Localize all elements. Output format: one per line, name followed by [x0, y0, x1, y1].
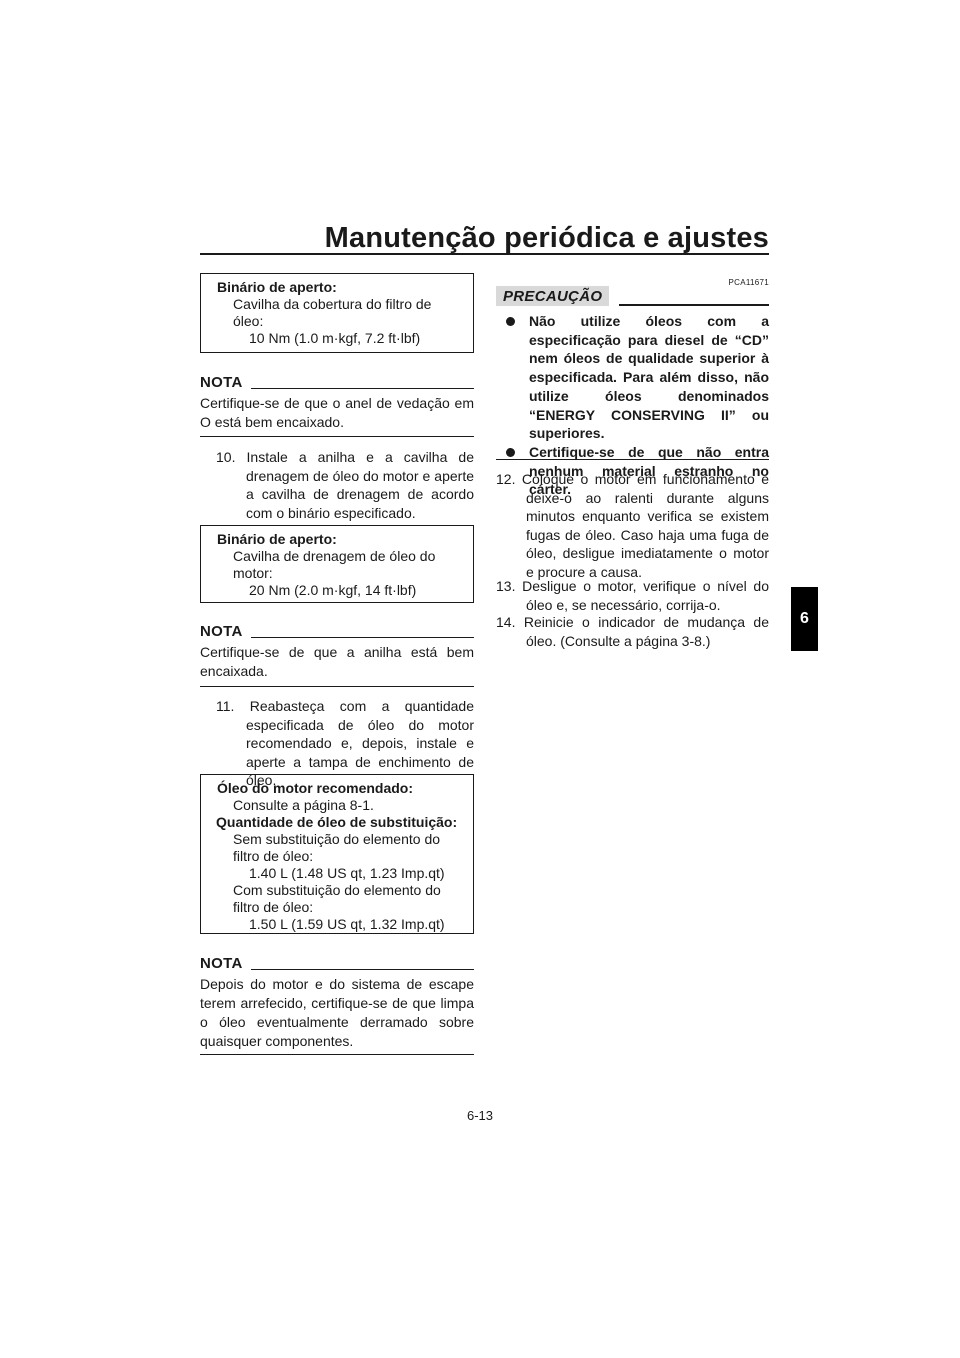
- nota-rule: [250, 969, 474, 970]
- caution-item-text: Certifique-se de que não entra nenhum ma…: [529, 443, 769, 498]
- step-10: 10. Instale a anilha e a cavilha de dren…: [216, 449, 474, 521]
- caution-rule: [619, 304, 769, 306]
- caution-item: Não utilize óleos com a especificação pa…: [496, 312, 769, 443]
- with-filter-value: 1.50 L (1.59 US qt, 1.32 Imp.qt): [249, 916, 445, 932]
- bullet-icon: [506, 317, 515, 326]
- with-filter-label-cont: filtro de óleo:: [233, 899, 314, 915]
- torque-label: Binário de aperto:: [217, 531, 337, 547]
- torque-value: 10 Nm (1.0 m·kgf, 7.2 ft·lbf): [249, 330, 421, 346]
- nota-heading-3: NOTA: [200, 951, 474, 971]
- caution-heading: PRECAUÇÃO: [496, 285, 769, 306]
- step-11: 11. Reabasteça com a quantidade especifi…: [216, 698, 474, 788]
- oil-spec-box: Óleo do motor recomendado: Consulte a pá…: [200, 774, 474, 934]
- bullet-icon: [506, 447, 515, 457]
- with-filter-label: Com substituição do elemento do: [233, 882, 441, 898]
- nota-text-2: Certifique-se de que a anilha está bem e…: [200, 644, 474, 679]
- without-filter-label: Sem substituição do elemento do: [233, 831, 441, 847]
- caution-item: Certifique-se de que não entra nenhum ma…: [496, 443, 769, 499]
- recommended-oil-value: Consulte a página 8-1.: [233, 797, 374, 813]
- torque-item: Cavilha da cobertura do filtro de: [233, 296, 432, 312]
- step-13: 13. Desligue o motor, verifique o nível …: [496, 578, 769, 613]
- caution-code: PCA11671: [728, 278, 769, 287]
- oil-quantity-label: Quantidade de óleo de substituição:: [216, 814, 458, 830]
- nota-end-rule-3: [200, 1054, 474, 1055]
- torque-spec-box-filter-cover: Binário de aperto: Cavilha da cobertura …: [200, 273, 474, 353]
- nota-text-1: Certifique-se de que o anel de vedação e…: [200, 395, 474, 430]
- nota-end-rule-2: [200, 686, 474, 687]
- nota-text-3: Depois do motor e do sistema de escape t…: [200, 976, 474, 1049]
- torque-spec-box-drain-bolt: Binário de aperto: Cavilha de drenagem d…: [200, 525, 474, 603]
- caution-item-text: Não utilize óleos com a especificação pa…: [529, 313, 769, 442]
- step-12: 12. Coloque o motor em funcionamento e d…: [496, 471, 769, 580]
- without-filter-value: 1.40 L (1.48 US qt, 1.23 Imp.qt): [249, 865, 445, 881]
- torque-item: Cavilha de drenagem de óleo do: [233, 548, 436, 564]
- nota-label: NOTA: [200, 623, 243, 640]
- recommended-oil-label: Óleo do motor recomendado:: [217, 780, 414, 796]
- nota-heading-2: NOTA: [200, 619, 474, 639]
- torque-item-cont: motor:: [233, 565, 273, 581]
- nota-rule: [250, 388, 474, 389]
- step-14: 14. Reinicie o indicador de mudança de ó…: [496, 614, 769, 649]
- caution-list: Não utilize óleos com a especificação pa…: [496, 312, 769, 499]
- torque-item-cont: óleo:: [233, 313, 264, 329]
- chapter-tab: 6: [791, 587, 818, 651]
- nota-label: NOTA: [200, 955, 243, 972]
- torque-label: Binário de aperto:: [217, 279, 337, 295]
- title-rule: [200, 253, 769, 255]
- nota-label: NOTA: [200, 374, 243, 391]
- page-number: 6-13: [466, 1108, 494, 1123]
- nota-end-rule-1: [200, 436, 474, 437]
- without-filter-label-cont: filtro de óleo:: [233, 848, 314, 864]
- caution-label: PRECAUÇÃO: [496, 286, 610, 306]
- nota-rule: [250, 637, 474, 638]
- page-title: Manutenção periódica e ajustes: [324, 222, 769, 254]
- torque-value: 20 Nm (2.0 m·kgf, 14 ft·lbf): [249, 582, 417, 598]
- caution-end-rule: [496, 459, 769, 460]
- nota-heading-1: NOTA: [200, 370, 474, 390]
